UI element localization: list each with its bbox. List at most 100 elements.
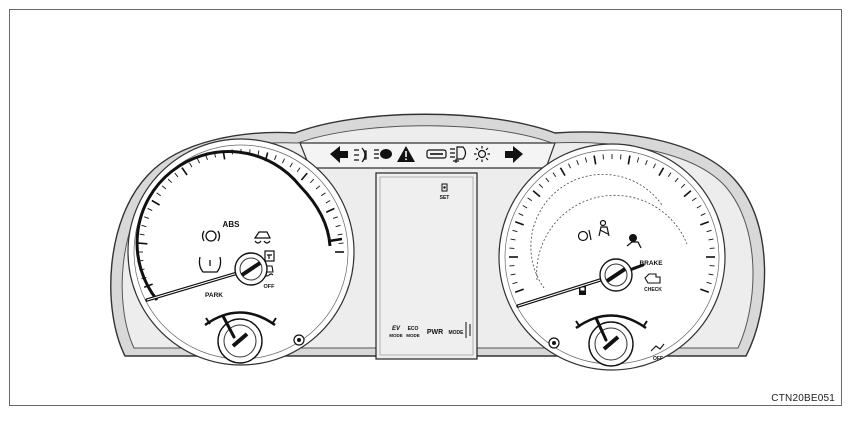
- right-needle-highlight: [517, 274, 617, 307]
- left-gauge-arc: [135, 150, 332, 301]
- left-gauge-tick: [144, 216, 150, 219]
- right-gauge-tick: [683, 190, 692, 198]
- right-gauge-tick: [696, 205, 702, 209]
- right-gauge-tick: [708, 273, 714, 276]
- right-gauge-tick: [653, 163, 656, 169]
- headlight-level-icon: [450, 146, 467, 163]
- right-gauge-tick: [576, 160, 579, 166]
- left-gauge-tick: [167, 178, 173, 184]
- right-sub-gauge: [575, 314, 648, 367]
- right-gauge-tick: [584, 157, 588, 163]
- left-gauge-tick: [161, 185, 167, 190]
- left-gauge-redline: [328, 237, 343, 243]
- left-gauge-tick: [274, 155, 277, 161]
- pwr-label: PWR: [427, 329, 443, 336]
- left-gauge-tick: [138, 242, 148, 245]
- right-gauge-tick: [706, 281, 712, 285]
- right-gauge-tick: [593, 155, 597, 165]
- left-reset-knob: [293, 334, 305, 346]
- right-gauge-tick: [568, 163, 571, 169]
- right-gauge-tick: [552, 172, 557, 177]
- left-gauge-tick: [309, 178, 315, 184]
- right-gauge-tick: [627, 155, 631, 165]
- left-gauge-tick: [335, 224, 341, 228]
- left-gauge-tick: [337, 233, 343, 236]
- right-gauge-tick: [692, 197, 697, 202]
- pwr-mode-label: MODE: [449, 330, 465, 336]
- readiness-icon: [426, 149, 447, 159]
- right-gauge-tick: [510, 238, 516, 241]
- airbag-icon: [577, 229, 592, 242]
- right-gauge-tick: [532, 190, 541, 198]
- right-gauge-tick: [510, 273, 516, 276]
- left-gauge-tick: [189, 162, 193, 168]
- left-gauge-tick: [141, 224, 147, 228]
- left-gauge-tick: [139, 233, 145, 236]
- oil-pressure-icon: OFF: [650, 343, 665, 362]
- right-gauge-tick: [545, 177, 550, 183]
- cruise-set-icon: [441, 183, 448, 192]
- engine-check-icon: CHECK: [644, 273, 662, 293]
- instrument-cluster-illustration: SET EV MODE ECO MODE PWR MODE: [110, 113, 766, 371]
- right-gauge-tick: [700, 213, 706, 216]
- left-needle-highlight: [146, 268, 252, 301]
- left-off-label: OFF: [264, 284, 276, 290]
- right-gauge-tick: [514, 288, 524, 293]
- right-gauge-inner-arc: [530, 173, 688, 289]
- set-label: SET: [440, 195, 450, 201]
- turn-left-arrow-icon: [330, 146, 348, 163]
- left-gauge-tick: [156, 192, 161, 197]
- left-gauge: [127, 138, 355, 366]
- brake-label: BRAKE: [639, 260, 663, 267]
- left-gauge-tick: [325, 200, 331, 204]
- right-reset-knob: [548, 337, 560, 349]
- right-gauge-ticks: [509, 154, 715, 293]
- eco-label: ECO: [408, 326, 419, 332]
- right-gauge-tick: [538, 183, 544, 189]
- right-gauge-tick: [700, 221, 710, 226]
- right-gauge-hub: [599, 258, 633, 292]
- right-gauge-tick: [518, 213, 524, 216]
- left-gauge-tick: [332, 216, 338, 219]
- right-gauge: [498, 143, 726, 371]
- left-gauge-tick: [147, 208, 153, 211]
- tire-pressure-icon: [198, 256, 222, 273]
- left-gauge-tick: [300, 172, 308, 181]
- shift-position-icon: [465, 322, 471, 338]
- left-sub-gauge: [204, 311, 277, 364]
- eco-mode-indicator: ECO MODE: [406, 326, 420, 338]
- right-gauge-tick: [674, 177, 679, 183]
- left-gauge-tick: [296, 167, 301, 172]
- abs-label: ABS: [223, 220, 241, 229]
- right-gauge-tick: [527, 197, 532, 202]
- left-gauge-tick: [315, 185, 321, 190]
- right-off-label: OFF: [653, 356, 663, 362]
- right-gauge-tick: [514, 221, 524, 226]
- figure-frame: SET EV MODE ECO MODE PWR MODE: [9, 9, 842, 406]
- right-gauge-tick: [667, 172, 672, 177]
- left-gauge-ticks: [138, 149, 344, 288]
- center-multi-display: [375, 172, 478, 360]
- eco-mode-label: MODE: [406, 333, 420, 338]
- right-gauge-tick: [636, 157, 640, 163]
- right-gauge-tick: [559, 167, 566, 176]
- master-warning-icon: [397, 146, 415, 162]
- right-gauge-tick: [512, 229, 518, 233]
- right-gauge-tick: [708, 238, 714, 241]
- low-fuel-icon: [579, 286, 586, 295]
- seatbelt-icon: [598, 219, 610, 237]
- passenger-airbag-icon: [626, 234, 642, 249]
- ev-label: EV: [392, 326, 401, 332]
- left-gauge-tick: [282, 158, 285, 164]
- pwr-mode-indicator: PWR MODE: [427, 329, 464, 336]
- right-gauge-tick: [706, 229, 712, 233]
- right-gauge-tick: [658, 167, 665, 176]
- left-gauge-tick: [289, 162, 293, 168]
- left-gauge-tick: [174, 172, 179, 178]
- turn-right-arrow-icon: [505, 146, 523, 163]
- right-gauge-tick: [700, 288, 710, 293]
- brake-warning-icon: [201, 230, 221, 242]
- ev-mode-indicator: EV MODE: [389, 326, 403, 338]
- right-gauge-tick: [512, 281, 518, 285]
- left-gauge-tick: [181, 167, 188, 176]
